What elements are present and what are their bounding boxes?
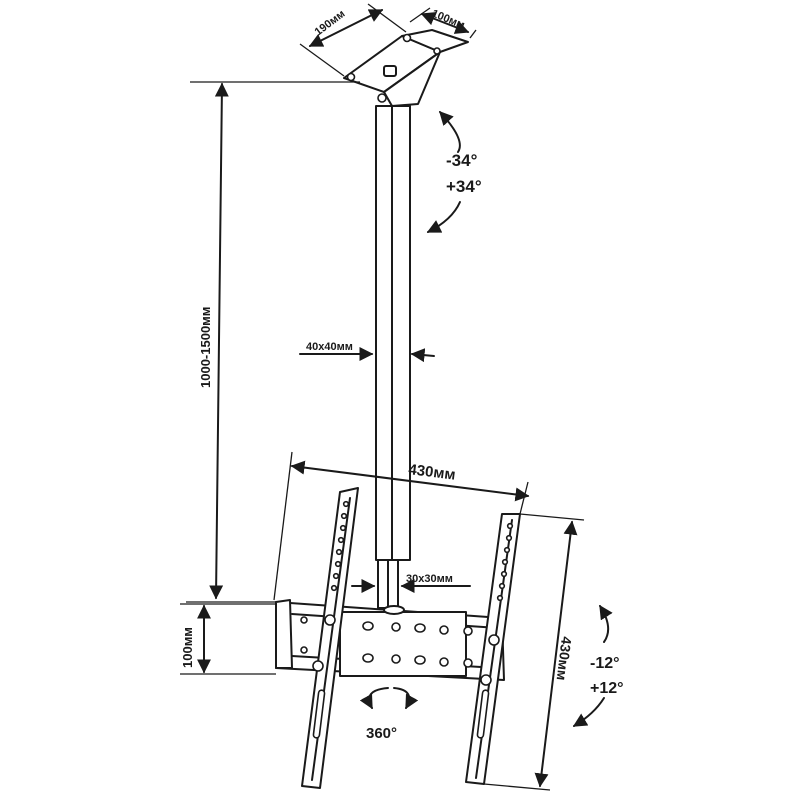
bracket-height-label: 430мм: [554, 636, 575, 682]
top-tilt-indicator: -34° +34°: [426, 110, 482, 233]
top-width-label: 190мм: [313, 8, 348, 38]
bracket-height-dimension: 430мм: [483, 513, 585, 791]
rotation-indicator: 360°: [359, 687, 419, 742]
pole-section-dimension: 40х40мм: [299, 341, 435, 363]
inner-pole-section-label: 30х30мм: [406, 573, 453, 585]
right-arm-slots: [476, 522, 514, 739]
pole-length-dimension: 1000-1500мм: [186, 81, 360, 603]
left-vertical-arm: [301, 487, 359, 789]
bottom-tilt-neg-label: -12°: [590, 655, 620, 672]
rail-height-dimension: 100мм: [180, 603, 276, 675]
bottom-tilt-indicator: -12° +12°: [572, 604, 624, 727]
bottom-tilt-pos-label: +12°: [590, 680, 624, 697]
left-arm-slots: [312, 500, 350, 739]
rail-height-label: 100мм: [180, 627, 195, 668]
top-tilt-pos-label: +34°: [446, 177, 482, 196]
ceiling-plate: [343, 29, 469, 107]
right-vertical-arm: [465, 513, 521, 785]
horizontal-rail: [275, 599, 505, 681]
top-tilt-neg-label: -34°: [446, 151, 478, 170]
inner-pole-section-dimension: 30х30мм: [351, 573, 471, 593]
pole-section-label: 40х40мм: [306, 341, 353, 353]
pole-length-label: 1000-1500мм: [198, 307, 213, 388]
pole-inner: [377, 559, 399, 609]
bracket-width-label: 430мм: [408, 461, 457, 484]
bracket-width-dimension: 430мм: [273, 451, 530, 601]
pole-outer: [375, 105, 411, 561]
rotation-label: 360°: [366, 725, 397, 742]
top-depth-label: 100мм: [430, 8, 467, 32]
